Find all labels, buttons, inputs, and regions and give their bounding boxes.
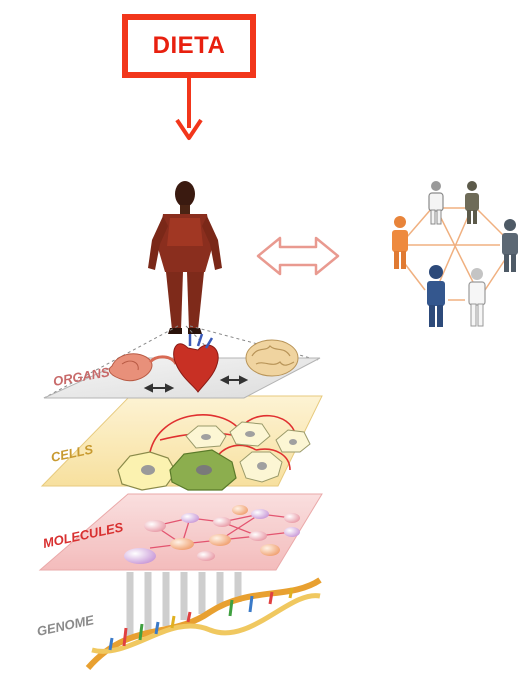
dna-helix <box>88 572 320 668</box>
person-dark-olive <box>465 181 479 224</box>
person-navy <box>427 265 445 327</box>
brain-icon <box>246 340 298 376</box>
person-gray-light <box>429 181 443 224</box>
person-orange <box>392 216 408 269</box>
person-white <box>469 268 485 326</box>
genome-label: GENOME <box>36 612 96 639</box>
person-slate <box>502 219 518 272</box>
cells-layer: CELLS <box>42 396 322 490</box>
double-arrow-icon <box>258 238 338 274</box>
human-body-muscle-icon <box>148 181 222 334</box>
diet-arrow <box>177 78 201 138</box>
molecules-layer: MOLECULES <box>40 494 322 570</box>
people-network-icon <box>392 181 518 327</box>
organs-layer: ORGANS <box>44 334 320 398</box>
